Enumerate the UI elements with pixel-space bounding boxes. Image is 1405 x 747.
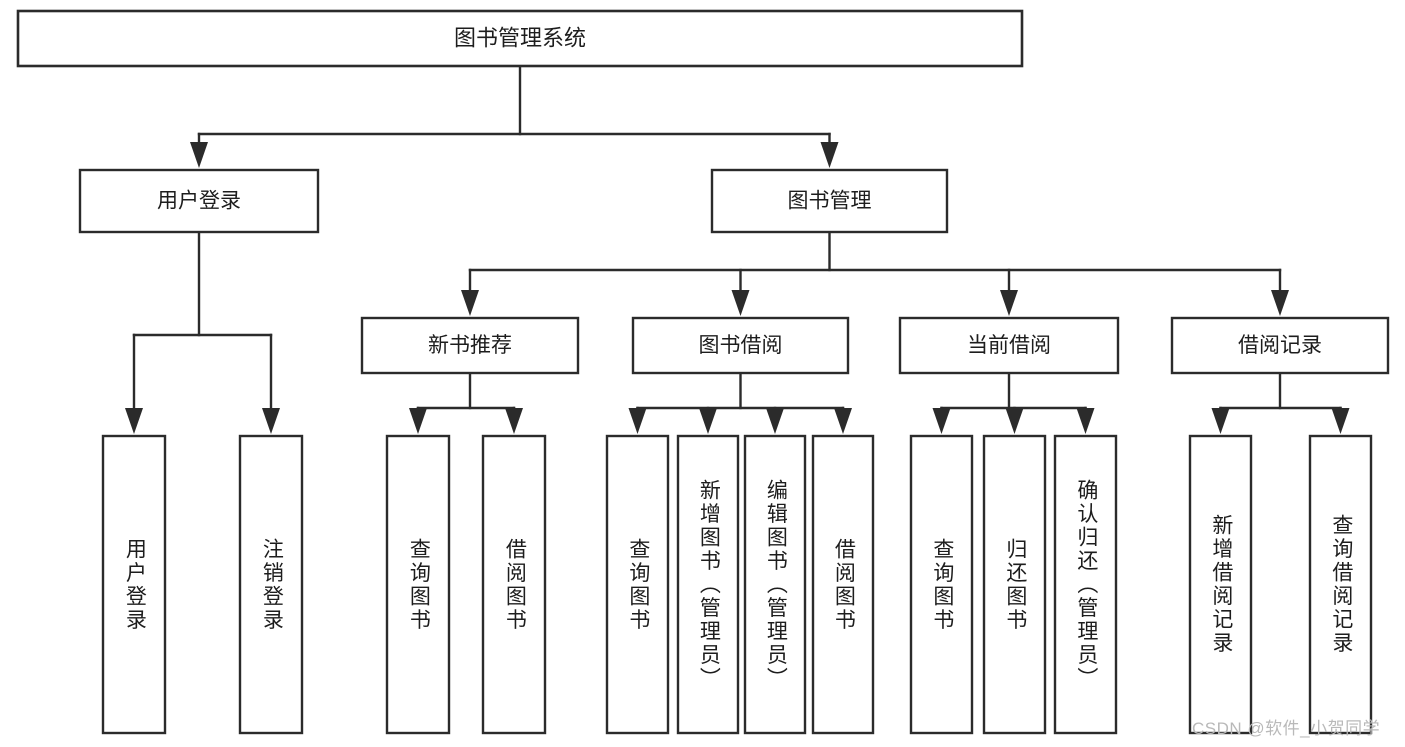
node-box-leaf-query-record	[1308, 434, 1373, 735]
connector-arrowhead	[1271, 290, 1289, 316]
node-box-leaf-query-book-cur	[909, 434, 974, 735]
csdn-watermark: CSDN @软件_小贺同学	[1192, 719, 1381, 738]
node-box-leaf-query-book-rec	[385, 434, 451, 735]
node-box-book-borrow	[631, 316, 850, 375]
connector-arrowhead	[1331, 408, 1350, 434]
connector-arrowhead	[1000, 290, 1018, 316]
node-label-book-borrow: 图书借阅	[699, 334, 783, 357]
connector-arrowhead	[731, 290, 750, 316]
node-label-user-login: 用户登录	[157, 190, 241, 213]
box-layer	[16, 9, 1390, 735]
node-box-leaf-user-login	[101, 434, 167, 735]
connector-arrowhead	[262, 408, 280, 434]
node-box-user-login	[78, 168, 320, 234]
root-node-box	[16, 9, 1024, 68]
node-box-current-borrow	[898, 316, 1120, 375]
connector-arrowhead	[834, 408, 852, 434]
node-box-leaf-borrow-book	[811, 434, 875, 735]
connector-arrowhead	[766, 408, 784, 434]
connector-arrowhead	[820, 142, 839, 168]
connector-arrowhead	[505, 408, 523, 434]
connector-arrowhead	[628, 408, 647, 434]
node-box-book-manage	[710, 168, 949, 234]
node-box-leaf-confirm-return	[1053, 434, 1118, 735]
connector-arrowhead	[1005, 408, 1024, 434]
node-box-leaf-edit-book	[743, 434, 807, 735]
connector-layer	[125, 64, 1350, 434]
node-label-book-manage: 图书管理	[788, 190, 872, 213]
connector-arrowhead	[190, 142, 208, 168]
node-box-leaf-add-record	[1188, 434, 1253, 735]
node-label-current-borrow: 当前借阅	[967, 334, 1051, 357]
connector-arrowhead	[932, 408, 951, 434]
node-box-new-book-rec	[360, 316, 580, 375]
connector-arrowhead	[409, 408, 427, 434]
connector-arrowhead	[1076, 408, 1095, 434]
node-label-borrow-record: 借阅记录	[1238, 334, 1322, 357]
node-box-leaf-query-book	[605, 434, 670, 735]
connector-arrowhead	[125, 408, 143, 434]
node-box-borrow-record	[1170, 316, 1390, 375]
connector-arrowhead	[699, 408, 717, 434]
root-node-label: 图书管理系统	[454, 25, 586, 50]
node-box-leaf-return-book	[982, 434, 1047, 735]
connector-arrowhead	[461, 290, 479, 316]
node-label-new-book-rec: 新书推荐	[428, 334, 512, 357]
node-box-leaf-add-book	[676, 434, 740, 735]
node-box-leaf-logout	[238, 434, 304, 735]
connector-arrowhead	[1211, 408, 1230, 434]
node-box-leaf-borrow-book-rec	[481, 434, 547, 735]
